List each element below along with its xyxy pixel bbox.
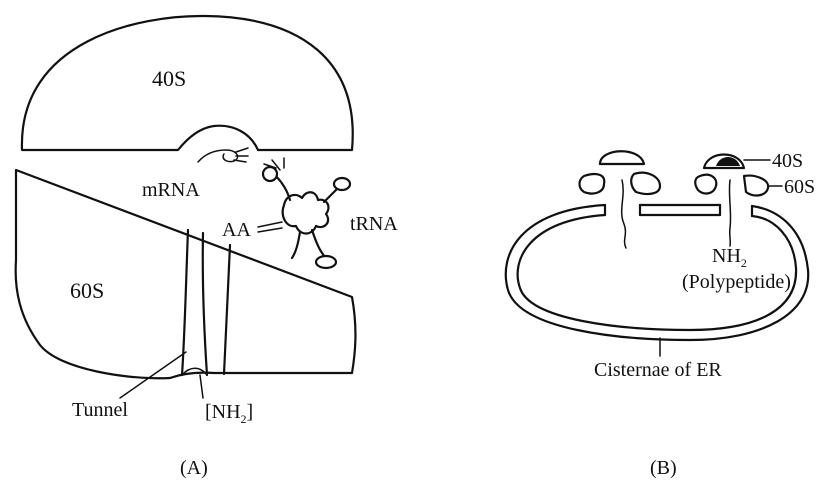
- mrna-loop: [198, 150, 238, 162]
- label-cisternae: Cisternae of ER: [594, 359, 722, 381]
- label-nh2-b: NH2: [712, 245, 747, 270]
- ribosome-right-60s-b: [744, 176, 768, 196]
- label-60s-a: 60S: [70, 278, 104, 303]
- label-tunnel: Tunnel: [72, 399, 128, 421]
- mrna-strands: [234, 148, 248, 162]
- polypeptide-right: [729, 180, 730, 246]
- tunnel-wall-right: [224, 245, 230, 374]
- tunnel-wall-mid: [203, 233, 207, 375]
- label-trna: tRNA: [350, 213, 398, 235]
- caption-b: (B): [650, 457, 677, 479]
- label-mrna: mRNA: [142, 179, 200, 201]
- aa-bond: [258, 222, 282, 232]
- label-nh2-a: [NH2]: [205, 401, 253, 426]
- ribosome-left-60s-b: [631, 173, 660, 194]
- label-aa: AA: [222, 219, 251, 241]
- trna-molecule: [263, 158, 350, 268]
- polypeptide-left: [622, 180, 626, 248]
- caption-a: (A): [180, 457, 208, 479]
- er-pore-mid: [640, 205, 720, 215]
- label-polypeptide: (Polypeptide): [682, 271, 791, 293]
- er-pore-right: [720, 205, 752, 216]
- ribosome-right-60s-a: [695, 175, 716, 194]
- nh2-pointer: [200, 375, 203, 398]
- label-40s-b: 40S: [772, 150, 803, 172]
- ribosome-left-40s: [600, 151, 644, 164]
- label-40s-a: 40S: [152, 66, 186, 91]
- small-subunit-40s: [22, 16, 353, 150]
- ribosome-left-60s-a: [580, 174, 605, 194]
- panel-a: 40S 60S mRNA tRNA AA Tunnel: [16, 16, 399, 479]
- label-60s-b: 60S: [784, 176, 815, 198]
- panel-b: 40S 60S NH2 (Polypeptide) Cisternae of E…: [506, 150, 815, 479]
